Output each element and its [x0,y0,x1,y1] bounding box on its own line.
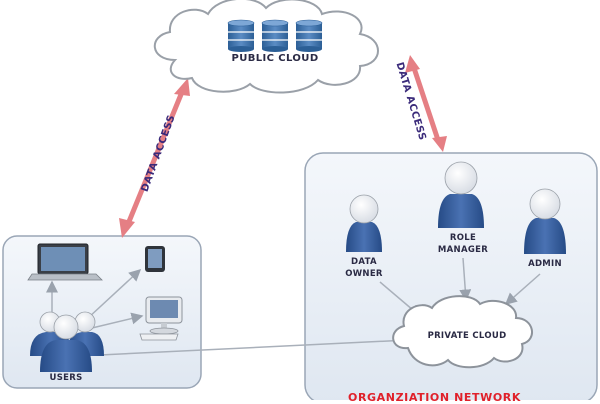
admin-label-line1: ADMIN [528,259,562,269]
database-icon [261,19,289,52]
mobile-device-icon [145,246,165,272]
role-manager-label-line2: MANAGER [437,245,489,255]
database-icon [295,19,323,52]
role-manager-label-line1: ROLE [449,233,477,243]
data-owner-label-line1: DATA [351,257,377,267]
admin-person-icon [524,188,566,254]
data-access-arrow-right [405,55,447,152]
role-manager-label: ROLE MANAGER [426,232,500,256]
public-cloud-label: PUBLIC CLOUD [231,53,319,64]
database-icon [227,19,255,52]
admin-label: ADMIN [518,258,572,270]
users-label: USERS [49,373,83,383]
laptop-icon [27,243,103,281]
desktop-computer-icon [139,296,183,341]
data-owner-label: DATA OWNER [334,256,394,280]
role-manager-person-icon [438,161,484,228]
users-group-icon [30,311,104,372]
private-cloud-label: PRIVATE CLOUD [427,331,507,341]
organization-network-title: ORGANZIATION NETWORK [348,391,521,404]
data-owner-label-line2: OWNER [345,269,383,279]
private-cloud [392,295,533,369]
data-owner-person-icon [346,194,382,252]
data-access-arrow-left [119,78,190,238]
